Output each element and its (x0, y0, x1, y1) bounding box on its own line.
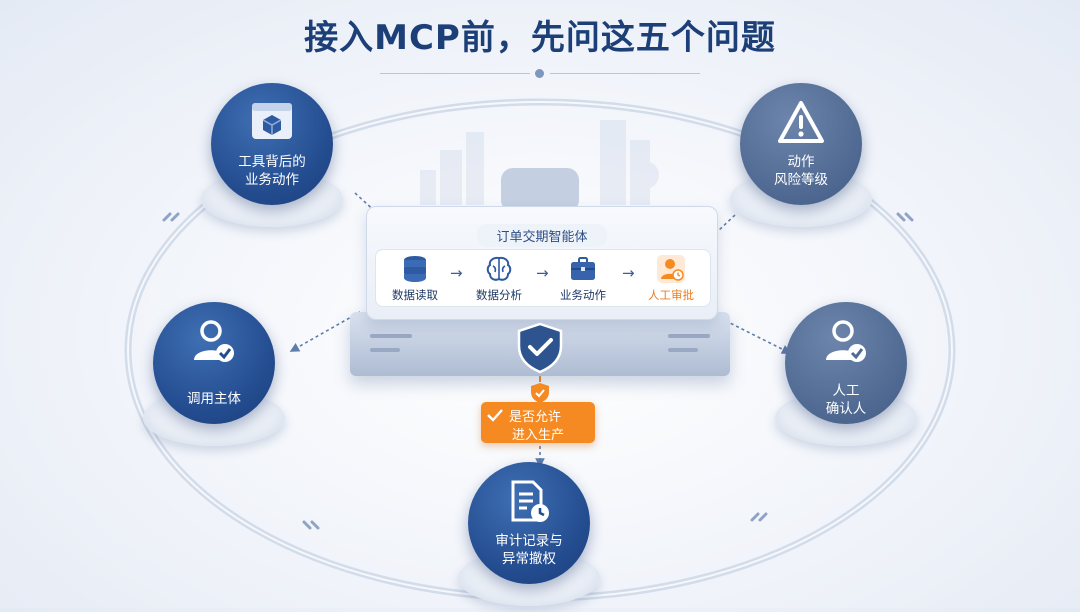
node-business-action: 工具背后的业务动作 (197, 83, 347, 233)
chair-silhouette (501, 168, 579, 212)
checkmark-icon (487, 409, 503, 422)
document-clock-icon (511, 480, 549, 522)
title-divider (380, 69, 700, 78)
step-label: 人工审批 (648, 288, 694, 302)
node-risk-level: 动作风险等级 (726, 83, 876, 233)
page-title: 接入MCP前，先问这五个问题 (304, 18, 776, 58)
warning-icon (778, 101, 824, 143)
production-decision-badge: 是否允许 进入生产 (481, 402, 595, 443)
shield-check-icon (517, 322, 563, 374)
node-label: 工具背后的业务动作 (238, 154, 306, 188)
city-silhouette (420, 120, 659, 205)
ring-arrows (162, 212, 914, 530)
briefcase-icon (571, 257, 595, 280)
step-label: 数据分析 (476, 288, 522, 302)
decision-line2: 进入生产 (511, 428, 564, 443)
node-human-confirmer: 人工确认人 (771, 302, 921, 452)
agent-title: 订单交期智能体 (477, 224, 607, 247)
user-check-icon (826, 320, 866, 362)
database-icon (404, 256, 426, 282)
small-shield-icon (531, 383, 549, 403)
node-label: 审计记录与异常撤权 (495, 533, 563, 567)
step-label: 数据读取 (392, 288, 438, 302)
window-box-icon (252, 103, 292, 139)
node-label: 调用主体 (187, 391, 241, 407)
flow-arrow: → (450, 264, 463, 282)
decision-line1: 是否允许 (509, 410, 562, 425)
node-caller: 调用主体 (139, 302, 289, 452)
step-label: 业务动作 (560, 288, 606, 302)
node-label: 人工确认人 (825, 383, 867, 417)
node-audit: 审计记录与异常撤权 (454, 462, 604, 612)
approver-icon (657, 255, 685, 283)
flow-arrow: → (622, 264, 635, 282)
node-label: 动作风险等级 (774, 154, 828, 188)
brain-icon (486, 256, 512, 281)
agent-card: 订单交期智能体 数据读取 → 数据分析 → (366, 206, 718, 320)
agent-workflow: 数据读取 → 数据分析 → 业务动作 → (375, 249, 711, 307)
flow-arrow: → (536, 264, 549, 282)
user-check-icon (194, 320, 234, 362)
